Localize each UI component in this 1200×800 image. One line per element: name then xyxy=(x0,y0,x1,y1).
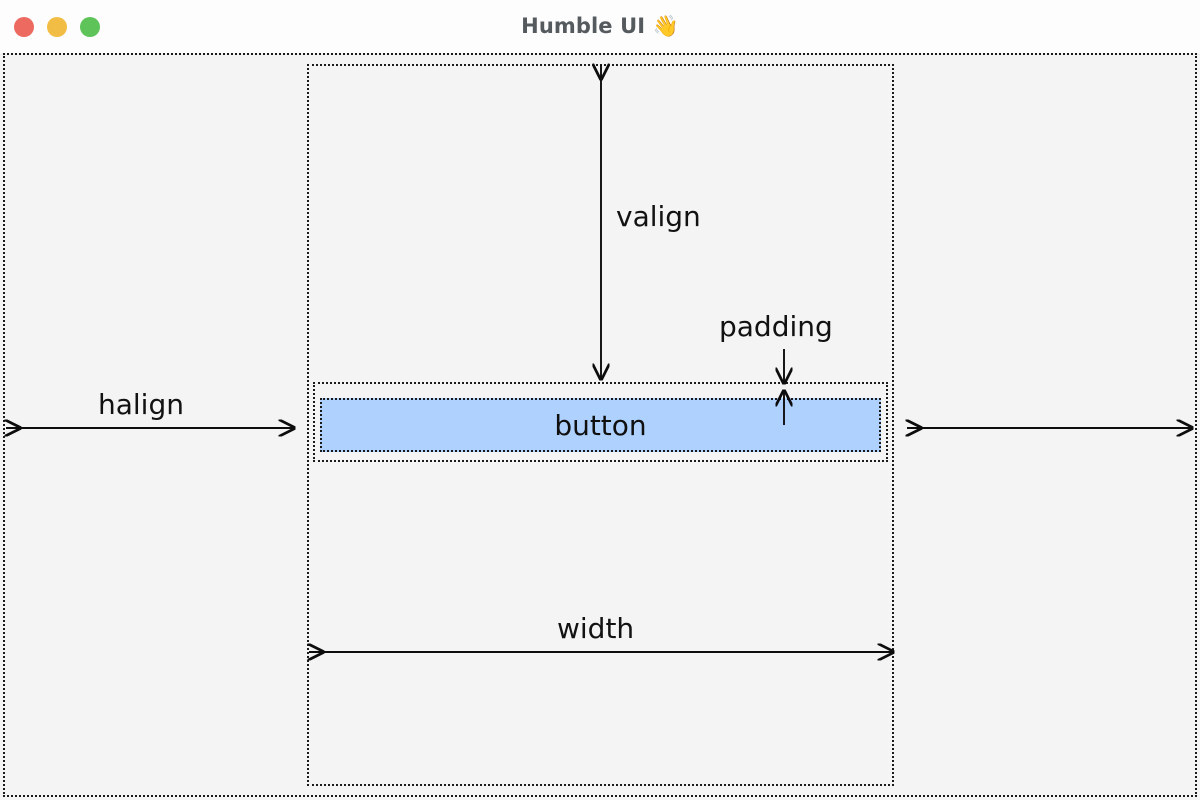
title-bar: Humble UI 👋 xyxy=(0,0,1200,53)
valign-label: valign xyxy=(616,200,701,233)
waving-hand-icon: 👋 xyxy=(652,14,679,38)
width-label: width xyxy=(557,612,635,645)
root-container-box xyxy=(3,53,1197,797)
close-button[interactable] xyxy=(14,16,34,37)
window-controls xyxy=(14,16,100,37)
window-title: Humble UI 👋 xyxy=(0,0,1200,53)
padding-label: padding xyxy=(719,310,833,343)
zoom-button[interactable] xyxy=(80,16,100,37)
halign-label: halign xyxy=(98,388,184,421)
padding-box xyxy=(313,382,888,462)
minimize-button[interactable] xyxy=(47,16,67,37)
button-label: button xyxy=(554,408,647,442)
window-title-text: Humble UI xyxy=(521,14,646,38)
button-element[interactable]: button xyxy=(320,398,881,452)
